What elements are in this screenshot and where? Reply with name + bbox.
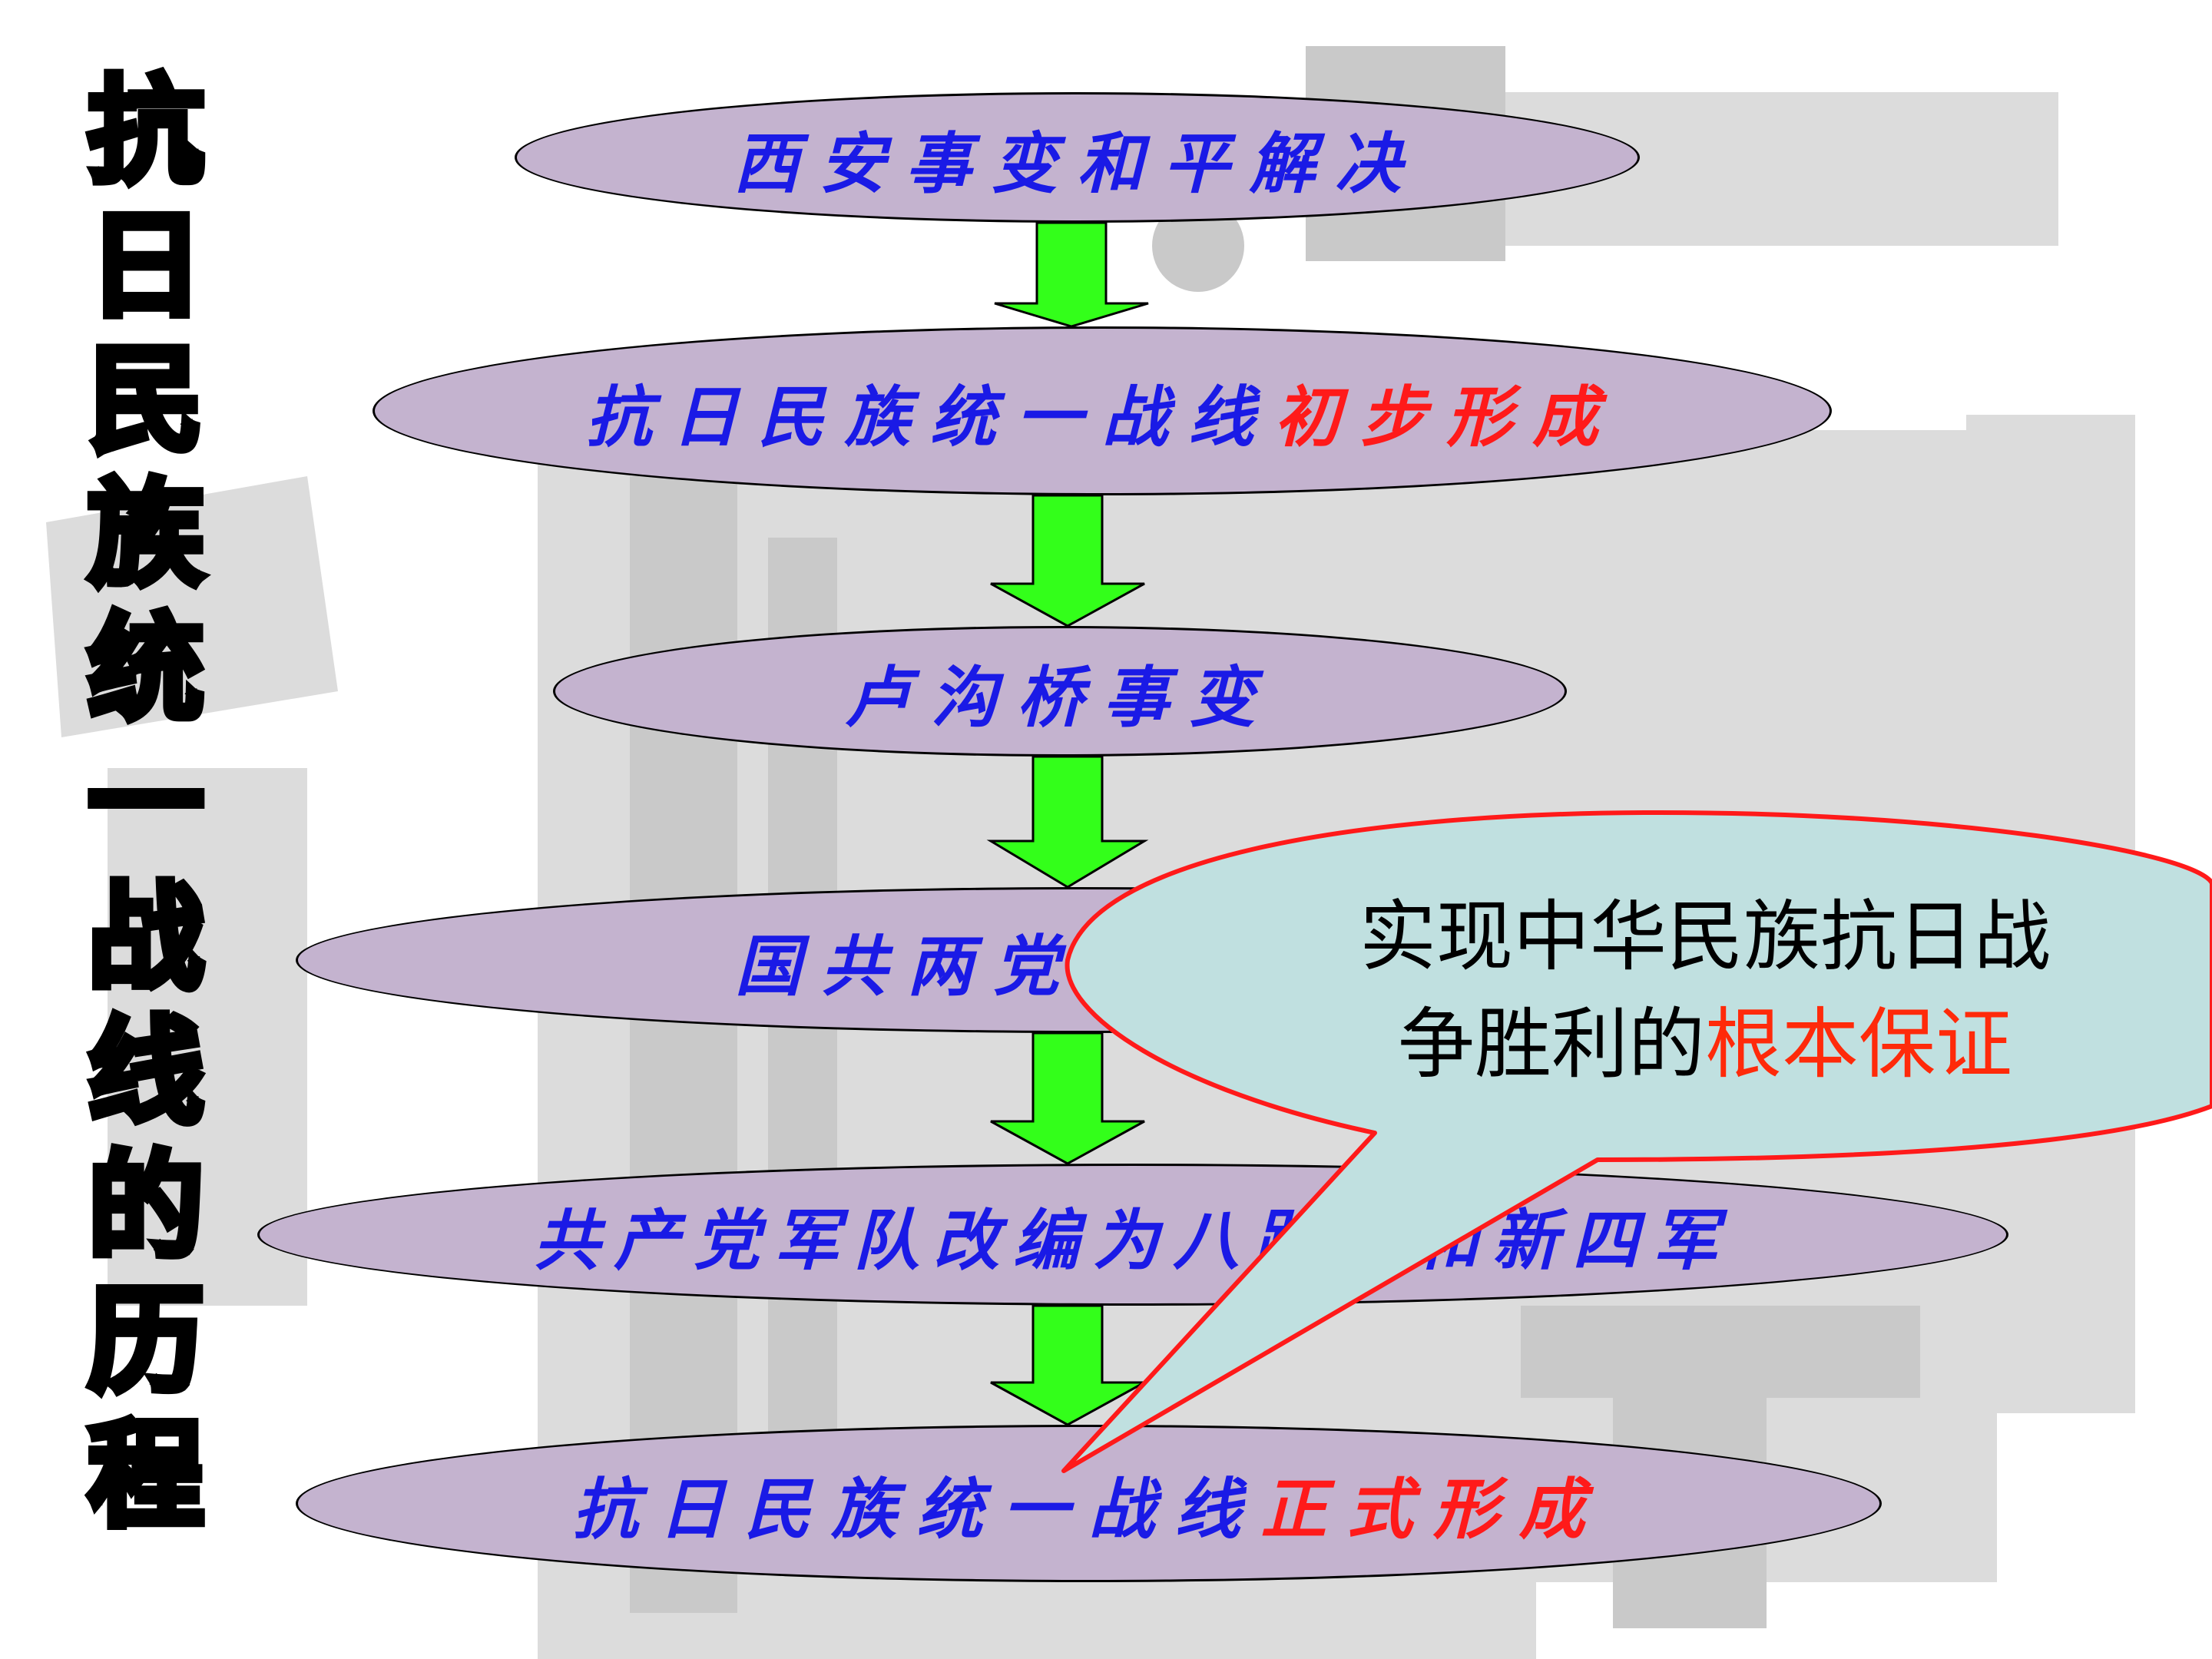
- callout-line-2: 争胜利的根本保证: [1260, 991, 2151, 1098]
- callout-line-1: 实现中华民族抗日战: [1260, 883, 2151, 991]
- callout-text: 实现中华民族抗日战 争胜利的根本保证: [1260, 883, 2151, 1098]
